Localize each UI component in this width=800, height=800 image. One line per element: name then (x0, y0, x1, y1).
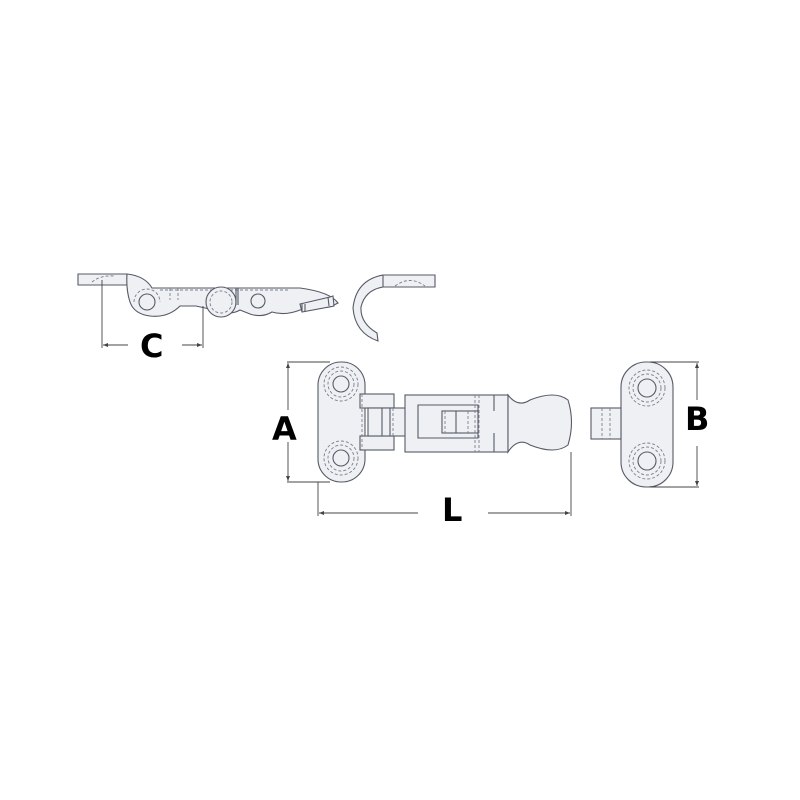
side-view-hook (77, 273, 339, 348)
top-view-latch (286, 361, 573, 516)
side-view-catch (352, 274, 436, 342)
top-view-striker (590, 361, 699, 488)
dimension-label-l: L (442, 491, 463, 529)
dimension-label-a: A (272, 410, 297, 448)
dimension-label-c: C (140, 327, 164, 365)
dimension-label-b: B (685, 400, 710, 438)
